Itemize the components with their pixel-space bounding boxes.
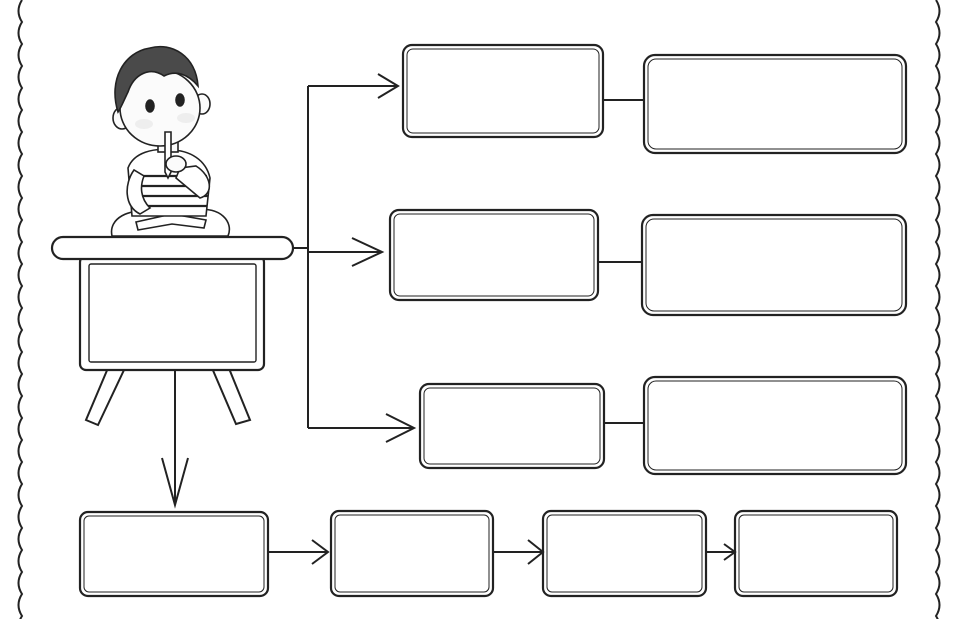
boy-thinking-with-pencil-icon: [112, 47, 230, 236]
row-2-label-box[interactable]: [390, 210, 598, 300]
row-2-detail-box[interactable]: [642, 215, 906, 315]
sequence-box-3-inner: [547, 515, 702, 592]
wavy-left-border: [19, 0, 23, 619]
sequence-arrow-1: [268, 540, 328, 564]
sequence-box-4[interactable]: [735, 511, 897, 596]
sequence-box-3[interactable]: [543, 511, 706, 596]
wavy-right-border: [936, 0, 940, 619]
branch-trunk-line: [292, 86, 308, 428]
down-arrow: [162, 370, 188, 505]
row-3-label-box-inner: [424, 388, 600, 464]
row-1-label-box[interactable]: [403, 45, 603, 137]
branch-row-2: [390, 210, 906, 315]
easel-top-shelf: [52, 237, 293, 259]
boy-left-eye: [146, 100, 154, 112]
boy-left-cheek: [135, 119, 153, 129]
sequence-box-2[interactable]: [331, 511, 493, 596]
branch-row-1: [403, 45, 906, 153]
row-3-detail-box[interactable]: [644, 377, 906, 474]
sequence-arrow-3: [706, 544, 735, 560]
row-3-label-box[interactable]: [420, 384, 604, 468]
branch-arrow-2: [308, 238, 382, 266]
boy-hand: [166, 156, 186, 172]
boy-right-cheek: [177, 113, 195, 123]
sequence-box-1[interactable]: [80, 512, 268, 596]
easel-board[interactable]: [80, 256, 264, 370]
sequence-row: [80, 511, 897, 596]
sequence-box-2-inner: [335, 515, 489, 592]
sequence-box-1-inner: [84, 516, 264, 592]
branch-arrow-3: [308, 414, 414, 442]
easel-board-icon: [52, 237, 293, 425]
easel-left-leg: [86, 368, 124, 425]
branch-row-3: [420, 377, 906, 474]
row-2-label-box-inner: [394, 214, 594, 296]
row-1-detail-box-inner: [648, 59, 902, 149]
branch-arrow-1: [308, 74, 398, 98]
sequence-arrow-2: [493, 540, 543, 564]
row-1-detail-box[interactable]: [644, 55, 906, 153]
easel-right-leg: [212, 366, 250, 424]
boy-right-eye: [176, 94, 184, 106]
row-3-detail-box-inner: [648, 381, 902, 470]
row-1-label-box-inner: [407, 49, 599, 133]
sequence-box-4-inner: [739, 515, 893, 592]
row-2-detail-box-inner: [646, 219, 902, 311]
